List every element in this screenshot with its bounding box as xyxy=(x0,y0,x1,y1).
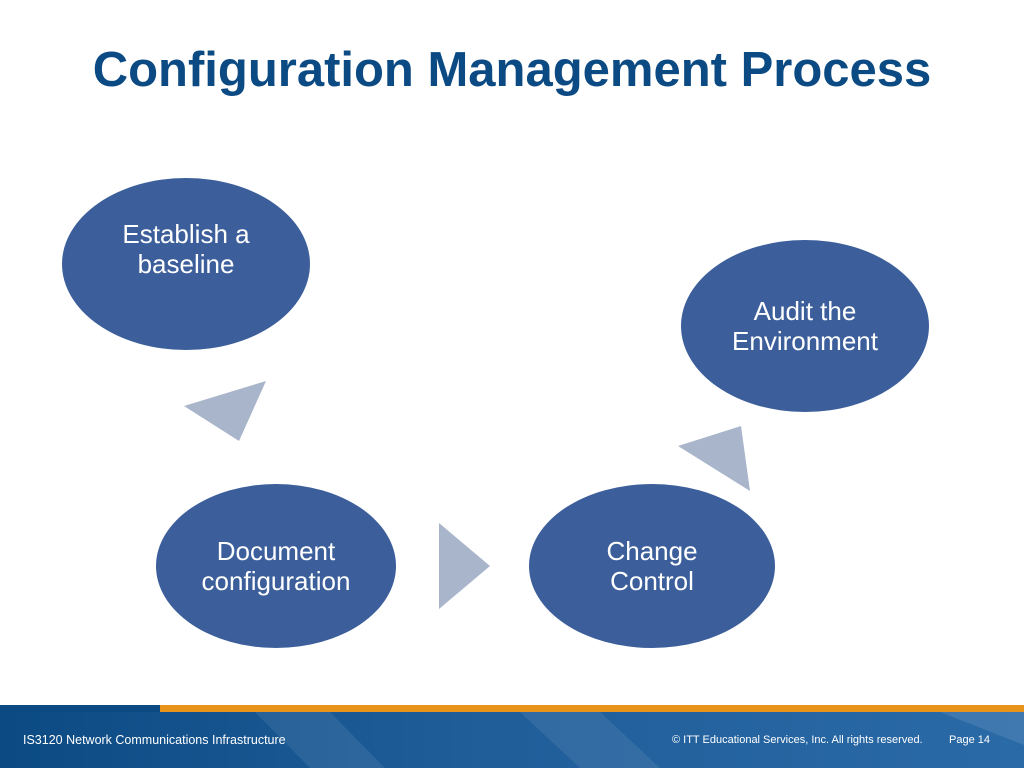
node-label-line-1: Establish a xyxy=(122,219,250,249)
node-label-line-2: configuration xyxy=(201,566,351,596)
node-label-line-2: baseline xyxy=(137,249,235,279)
arrow-document-to-baseline xyxy=(184,381,266,441)
node-change-control-shape xyxy=(529,484,775,648)
node-document-configuration: Document configuration xyxy=(156,484,396,648)
slide-title: Configuration Management Process xyxy=(92,43,932,97)
footer-band xyxy=(0,705,1024,768)
node-audit-environment-shape xyxy=(681,240,929,412)
footer-page-number: Page 14 xyxy=(949,734,990,746)
node-establish-baseline: Establish a baseline xyxy=(62,178,310,350)
node-audit-environment: Audit the Environment xyxy=(681,240,929,412)
node-label-line-1: Change xyxy=(606,536,698,566)
node-establish-baseline-shape xyxy=(62,178,310,350)
node-label-line-2: Environment xyxy=(732,326,878,356)
node-document-configuration-shape xyxy=(156,484,396,648)
process-diagram xyxy=(62,178,929,648)
node-label-line-1: Audit the xyxy=(753,296,857,326)
footer-accent-stripe xyxy=(160,705,1024,712)
footer-copyright: © ITT Educational Services, Inc. All rig… xyxy=(672,734,923,746)
node-label-line-1: Document xyxy=(216,536,336,566)
footer-course-name: IS3120 Network Communications Infrastruc… xyxy=(23,733,286,747)
arrow-change-to-audit xyxy=(678,426,750,491)
node-change-control: Change Control xyxy=(529,484,775,648)
arrow-document-to-change xyxy=(439,523,490,609)
node-label-line-2: Control xyxy=(610,566,694,596)
